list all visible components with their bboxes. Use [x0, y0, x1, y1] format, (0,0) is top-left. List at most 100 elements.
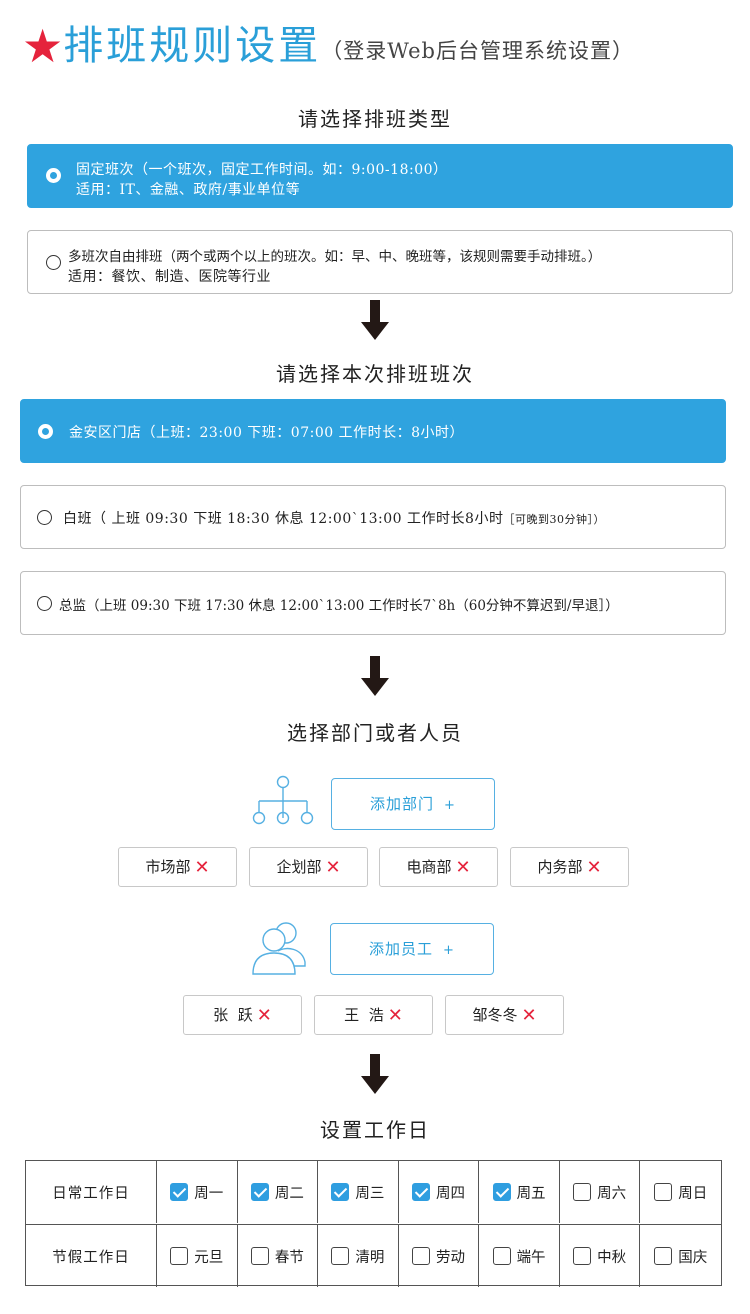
staff-tag: 张 跃✕: [183, 995, 302, 1035]
row-label: 节假工作日: [26, 1225, 157, 1287]
down-arrow-icon: [361, 1054, 389, 1094]
staff-name: 张 跃: [213, 1006, 253, 1024]
remove-icon[interactable]: ✕: [194, 857, 210, 878]
department-name: 市场部: [145, 858, 191, 876]
checkbox-icon[interactable]: [331, 1183, 350, 1201]
row-label: 日常工作日: [26, 1161, 157, 1223]
workday-cell[interactable]: 周一: [157, 1161, 238, 1223]
option-subtext: 适用：餐饮、制造、医院等行业: [68, 269, 271, 285]
staff-name: 王 浩: [344, 1006, 384, 1024]
workday-table: 日常工作日 周一 周二 周三 周四 周五 周六 周日 节假工作日 元旦 春节 清明 劳动 端午 中秋国…: [25, 1160, 722, 1287]
day-label: 春节: [274, 1249, 304, 1266]
staff-tag: 邹冬冬✕: [445, 995, 564, 1035]
org-chart-icon: [252, 775, 314, 825]
page-subtitle: （登录Web后台管理系统设置）: [321, 39, 634, 63]
workday-cell[interactable]: 周日: [640, 1161, 721, 1223]
department-tag: 电商部✕: [379, 847, 498, 887]
day-label: 周四: [435, 1185, 465, 1202]
checkbox-icon[interactable]: [170, 1247, 189, 1265]
workday-cell[interactable]: 周三: [318, 1161, 399, 1223]
department-tag: 企划部✕: [249, 847, 368, 887]
day-label: 周五: [516, 1185, 546, 1202]
checkbox-icon[interactable]: [331, 1247, 350, 1265]
radio-icon[interactable]: [46, 168, 61, 183]
option-text: 固定班次（一个班次，固定工作时间。如：9:00-18:00）: [76, 162, 448, 178]
section-title-shift: 请选择本次排班班次: [276, 362, 474, 386]
workday-cell[interactable]: 劳动: [399, 1225, 480, 1287]
department-name: 企划部: [276, 858, 322, 876]
checkbox-icon[interactable]: [411, 1183, 430, 1201]
checkbox-icon[interactable]: [654, 1183, 673, 1201]
section-title-schedule-type: 请选择排班类型: [298, 107, 452, 131]
section-title-dept: 选择部门或者人员: [287, 721, 463, 745]
add-department-button[interactable]: 添加部门 +: [331, 778, 495, 830]
checkbox-icon[interactable]: [170, 1183, 189, 1201]
checkbox-icon[interactable]: [654, 1247, 673, 1265]
radio-icon[interactable]: [37, 510, 52, 525]
remove-icon[interactable]: ✕: [387, 1005, 403, 1026]
down-arrow-icon: [361, 656, 389, 696]
department-name: 电商部: [406, 858, 452, 876]
shift-option-director[interactable]: 总监（上班 09:30 下班 17:30 休息 12:00`13:00 工作时长…: [20, 571, 726, 635]
staff-name: 邹冬冬: [472, 1006, 518, 1024]
remove-icon[interactable]: ✕: [256, 1005, 272, 1026]
checkbox-icon[interactable]: [411, 1247, 430, 1265]
day-label: 劳动: [435, 1249, 465, 1266]
option-subtext: 适用：IT、金融、政府/事业单位等: [76, 182, 301, 198]
shift-option-store[interactable]: 金安区门店（上班：23:00 下班：07:00 工作时长：8小时）: [20, 399, 726, 463]
workday-row-regular: 日常工作日 周一 周二 周三 周四 周五 周六 周日: [26, 1161, 721, 1223]
checkbox-icon[interactable]: [250, 1183, 269, 1201]
schedule-type-option-multi[interactable]: 多班次自由排班（两个或两个以上的班次。如：早、中、晚班等，该规则需要手动排班。）…: [27, 230, 733, 294]
remove-icon[interactable]: ✕: [455, 857, 471, 878]
day-label: 清明: [355, 1249, 385, 1266]
workday-cell[interactable]: 周六: [560, 1161, 641, 1223]
option-text: 多班次自由排班（两个或两个以上的班次。如：早、中、晚班等，该规则需要手动排班。）: [68, 249, 602, 265]
checkbox-icon[interactable]: [573, 1247, 592, 1265]
add-staff-label: 添加员工: [369, 940, 434, 958]
page-title: 排班规则设置: [63, 23, 322, 69]
workday-cell[interactable]: 国庆: [640, 1225, 721, 1287]
down-arrow-icon: [361, 300, 389, 340]
add-staff-button[interactable]: 添加员工 +: [330, 923, 494, 975]
day-label: 端午: [516, 1249, 546, 1266]
radio-icon[interactable]: [37, 596, 52, 611]
schedule-type-option-fixed[interactable]: 固定班次（一个班次，固定工作时间。如：9:00-18:00） 适用：IT、金融、…: [27, 144, 733, 208]
page-header: ★排班规则设置（登录Web后台管理系统设置）: [22, 18, 742, 78]
department-name: 内务部: [537, 858, 583, 876]
remove-icon[interactable]: ✕: [521, 1005, 537, 1026]
option-note: ［可晚到30分钟］）: [503, 513, 605, 526]
workday-row-holiday: 节假工作日 元旦 春节 清明 劳动 端午 中秋国庆: [26, 1224, 721, 1287]
remove-icon[interactable]: ✕: [325, 857, 341, 878]
plus-icon: +: [443, 943, 455, 958]
workday-cell[interactable]: 元旦: [157, 1225, 238, 1287]
day-label: 周二: [274, 1185, 304, 1202]
workday-cell[interactable]: 周五: [479, 1161, 560, 1223]
workday-cell[interactable]: 中秋: [560, 1225, 641, 1287]
checkbox-icon[interactable]: [573, 1183, 592, 1201]
day-label: 周日: [678, 1185, 708, 1202]
day-label: 周三: [355, 1185, 385, 1202]
plus-icon: +: [444, 798, 456, 813]
users-icon: [252, 922, 306, 975]
radio-icon[interactable]: [46, 255, 61, 270]
department-tag: 市场部✕: [118, 847, 237, 887]
workday-cell[interactable]: 清明: [318, 1225, 399, 1287]
workday-cell[interactable]: 春节: [238, 1225, 319, 1287]
checkbox-icon[interactable]: [250, 1247, 269, 1265]
workday-cell[interactable]: 周四: [399, 1161, 480, 1223]
workday-cell[interactable]: 周二: [238, 1161, 319, 1223]
checkbox-icon[interactable]: [492, 1247, 511, 1265]
day-label: 中秋: [597, 1249, 627, 1266]
workday-cell[interactable]: 端午: [479, 1225, 560, 1287]
day-label: 元旦: [194, 1249, 224, 1266]
day-label: 周六: [597, 1185, 627, 1202]
option-text-line: 白班（ 上班 09:30 下班 18:30 休息 12:00`13:00 工作时…: [63, 508, 605, 528]
option-text: 金安区门店（上班：23:00 下班：07:00 工作时长：8小时）: [69, 425, 464, 441]
radio-icon[interactable]: [38, 424, 53, 439]
remove-icon[interactable]: ✕: [586, 857, 602, 878]
option-text: 总监（上班 09:30 下班 17:30 休息 12:00`13:00 工作时长…: [59, 598, 619, 614]
shift-option-day[interactable]: 白班（ 上班 09:30 下班 18:30 休息 12:00`13:00 工作时…: [20, 485, 726, 549]
checkbox-icon[interactable]: [492, 1183, 511, 1201]
option-text: 白班（ 上班 09:30 下班 18:30 休息 12:00`13:00 工作时…: [63, 511, 504, 527]
add-department-label: 添加部门: [370, 795, 435, 813]
